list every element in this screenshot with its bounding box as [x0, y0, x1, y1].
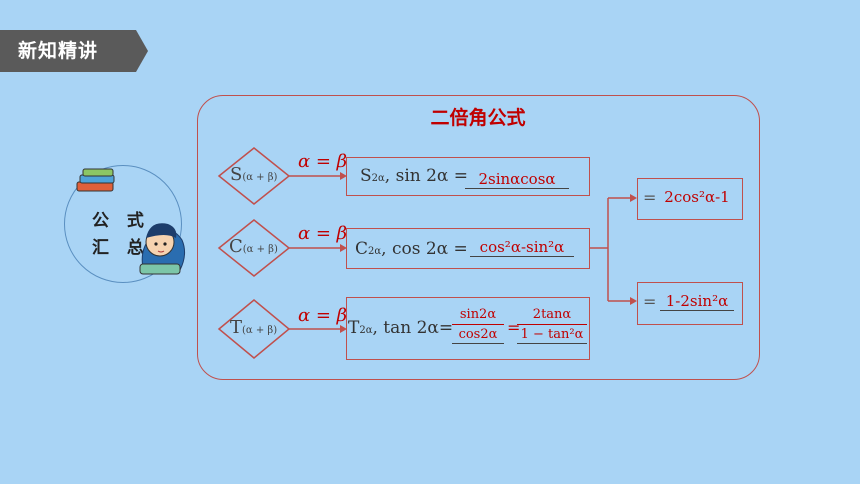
badge-line-2: 汇 总	[92, 238, 150, 258]
books-icon	[76, 168, 115, 192]
cos-result-2-value: 1-2sin²α	[660, 292, 734, 311]
sin-formula-box	[346, 157, 590, 196]
cos-result-box-2	[637, 282, 743, 325]
diamond-t-label: T(α + β)	[230, 317, 278, 338]
boy-reading-icon	[139, 223, 186, 275]
cos-formula-answer: cos²α-sin²α	[470, 238, 574, 257]
tan-formula-box	[346, 297, 590, 360]
page-title: 二倍角公式	[430, 107, 526, 129]
diamond-s-label: S(α + β)	[230, 164, 278, 185]
condition-s: α = β	[298, 151, 348, 172]
diamond-c-label: C(α + β)	[229, 236, 278, 257]
badge-line-1: 公 式	[92, 211, 150, 231]
cos-formula-label: C2α, cos 2α =	[355, 239, 468, 259]
tan-equals: =	[507, 318, 521, 337]
formula-frame	[197, 95, 760, 380]
section-tag: 新知精讲	[0, 30, 148, 72]
tan-fraction-2: 2tanα 1 − tan²α	[517, 307, 587, 344]
cos-result-1-value: 2cos²α-1	[664, 188, 730, 206]
tan-fraction-1: sin2α cos2α	[452, 307, 504, 344]
sin-formula-label: S2α, sin 2α =	[360, 166, 469, 186]
cos-result-1-prefix: =	[643, 188, 657, 207]
cos-result-box-1	[637, 178, 743, 220]
condition-t: α = β	[298, 305, 348, 326]
cos-formula-box	[346, 228, 590, 269]
condition-c: α = β	[298, 223, 348, 244]
tan-formula-label: T2α, tan 2α=	[348, 318, 454, 338]
sin-formula-answer: 2sinαcosα	[465, 170, 569, 189]
cos-result-2-prefix: =	[643, 292, 657, 311]
